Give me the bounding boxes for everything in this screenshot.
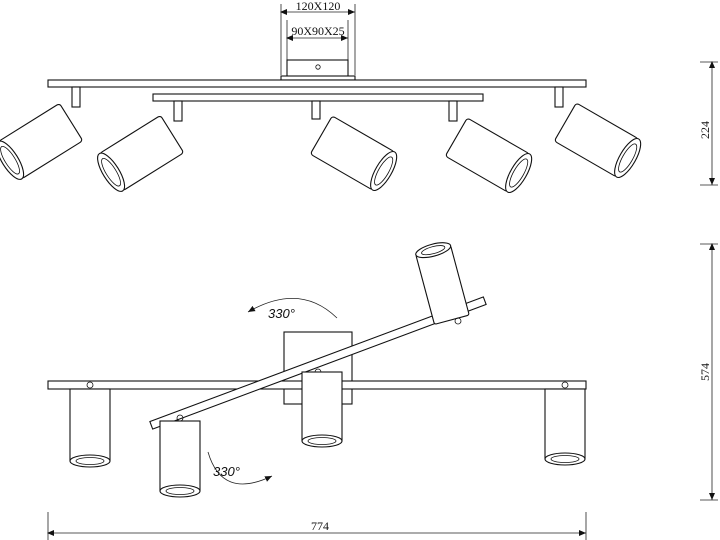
- width-dimension-774: 774: [47, 512, 587, 540]
- height-dimension-574: 574: [698, 243, 718, 501]
- rotation-arrow-upper: 330°: [247, 297, 338, 321]
- rotation-arrow-lower: 330°: [207, 451, 273, 485]
- fixing-point: [561, 381, 569, 389]
- spotlight-b: [159, 414, 201, 498]
- base-plate-label: 120X120: [296, 0, 341, 13]
- top-rotated-bar: [149, 296, 487, 430]
- stem: [448, 100, 458, 122]
- spotlight-e: [415, 242, 470, 325]
- rotation-label-upper: 330°: [268, 306, 295, 321]
- front-main-bar: [47, 79, 587, 88]
- box-size-label: 90X90X25: [291, 24, 344, 38]
- canopy-screw: [315, 64, 321, 70]
- spotlight-4: [445, 118, 533, 194]
- spotlight-a: [69, 388, 111, 468]
- spotlight-5: [554, 103, 642, 179]
- width-774-label: 774: [311, 519, 329, 533]
- front-second-bar: [152, 93, 484, 102]
- rotation-label-lower: 330°: [213, 464, 240, 479]
- stem: [173, 100, 183, 122]
- canopy-box: [286, 59, 349, 78]
- base-plate-dimension: 120X120 90X90X25: [280, 0, 356, 75]
- spotlight-c: [301, 371, 343, 448]
- front-view: 120X120 90X90X25: [0, 0, 718, 194]
- height-574-label: 574: [698, 363, 712, 381]
- spotlight-3: [310, 116, 398, 192]
- top-view: 330° 330° 574 774: [47, 242, 718, 540]
- fixing-point: [454, 317, 462, 325]
- stem: [71, 86, 81, 108]
- spotlight-2: [97, 115, 184, 192]
- stem: [311, 100, 321, 120]
- spotlight-d: [544, 388, 586, 466]
- height-dimension-224: 224: [698, 61, 718, 186]
- stem: [554, 86, 564, 108]
- canopy-plate: [280, 75, 356, 81]
- spotlight-1: [0, 103, 83, 180]
- fixing-point: [86, 381, 94, 389]
- height-224-label: 224: [698, 121, 712, 139]
